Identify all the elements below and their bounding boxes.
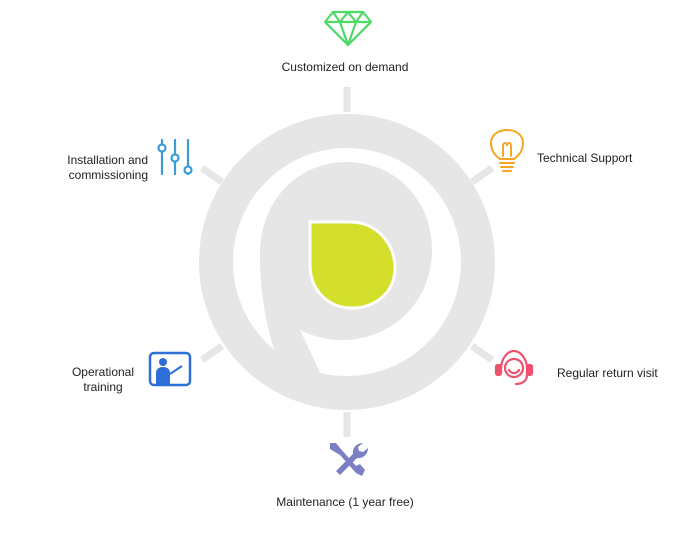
center-leaf [308, 220, 397, 310]
label-operational-line2: training [83, 380, 123, 394]
center-logo [260, 162, 432, 372]
label-maintenance: Maintenance (1 year free) [276, 495, 414, 509]
spoke-top-right [469, 165, 495, 185]
lightbulb-icon [489, 128, 525, 172]
label-installation-line1: Installation and [67, 153, 148, 167]
presentation-icon [148, 351, 192, 387]
label-customized-on-demand: Customized on demand [281, 60, 409, 74]
label-technical-support: Technical Support [537, 151, 633, 165]
spoke-bottom-left [199, 343, 225, 363]
spoke-bottom-right [469, 343, 495, 363]
label-installation-commissioning: Installation and commissioning [44, 153, 148, 183]
tools-icon [330, 443, 368, 476]
spokes [199, 87, 495, 437]
sliders-icon [157, 138, 193, 176]
headset-icon [494, 349, 534, 386]
spoke-top-left [199, 165, 225, 185]
label-regular-return-visit: Regular return visit [557, 366, 658, 380]
label-installation-line2: commissioning [68, 168, 148, 182]
outer-ring [199, 114, 495, 410]
label-operational-line1: Operational [71, 365, 135, 379]
label-operational-training: Operational training [72, 365, 134, 395]
diamond-icon [323, 10, 373, 47]
